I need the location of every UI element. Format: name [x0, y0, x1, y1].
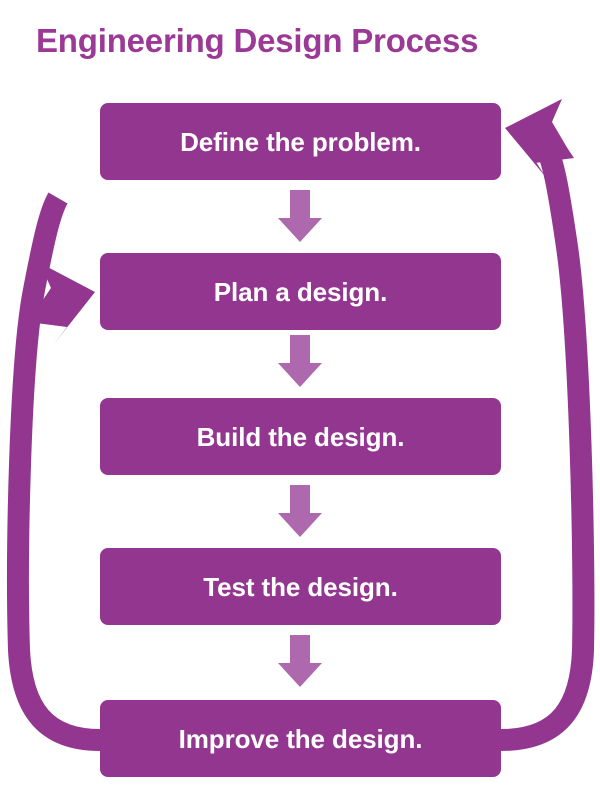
curved-arrow-right-icon [7, 192, 101, 751]
process-step-box[interactable]: Improve the design. [100, 700, 501, 777]
down-arrow-icon [278, 635, 322, 687]
process-step-box[interactable]: Build the design. [100, 398, 501, 475]
process-step-label: Define the problem. [180, 126, 421, 157]
process-step-label: Build the design. [196, 421, 405, 452]
process-step-box[interactable]: Plan a design. [100, 253, 501, 330]
process-step-box[interactable]: Define the problem. [100, 103, 501, 180]
process-step-label: Improve the design. [178, 723, 423, 754]
down-arrow-icon [278, 190, 322, 242]
process-step-label: Plan a design. [213, 276, 388, 307]
process-step-label: Test the design. [203, 571, 398, 602]
down-arrow-icon [278, 335, 322, 387]
process-step-box[interactable]: Test the design. [100, 548, 501, 625]
curved-arrow-left-icon [500, 99, 595, 751]
down-arrow-icon [278, 485, 322, 537]
page-title: Engineering Design Process [36, 22, 479, 59]
